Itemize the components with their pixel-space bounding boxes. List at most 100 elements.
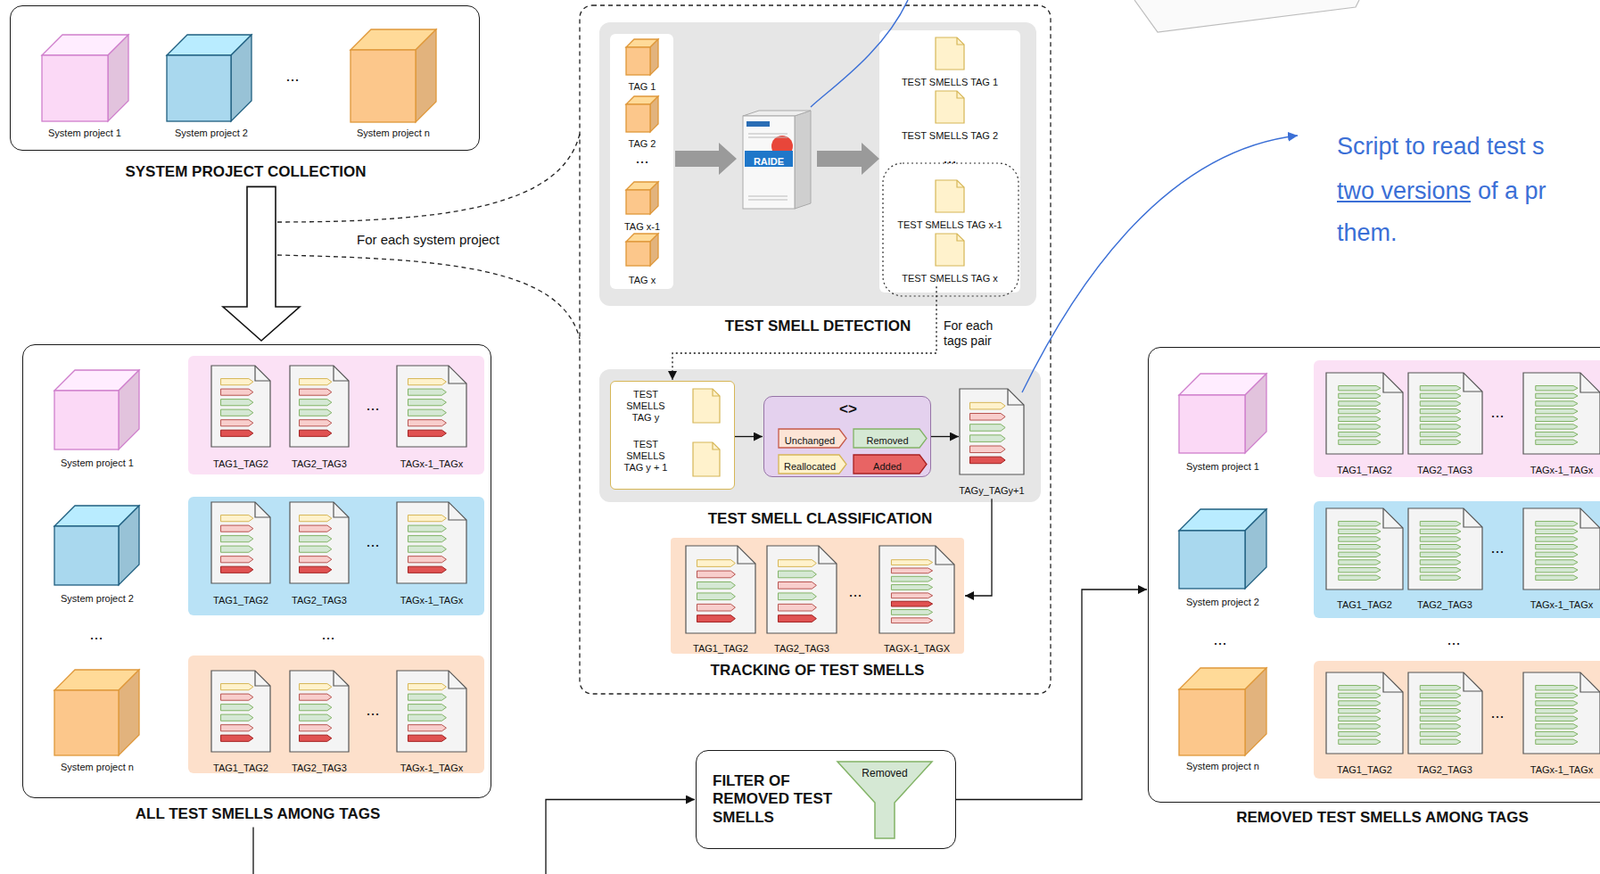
document-page (396, 502, 467, 584)
panel-heading: ALL TEST SMELLS AMONG TAGS (135, 805, 381, 824)
smell-stripe (1419, 716, 1461, 721)
smell-stripe (777, 615, 817, 623)
smell-stripe (407, 388, 446, 396)
text-slot: FILTER OF REMOVED TEST SMELLS (712, 772, 838, 827)
label-slot: ... (239, 395, 507, 416)
flow-connector (964, 498, 992, 596)
smell-stripe (1419, 536, 1461, 542)
smell-stripe (1338, 431, 1381, 437)
smell-stripe (299, 515, 332, 522)
document-fold (1580, 372, 1600, 393)
text-slot: Added (853, 457, 922, 474)
smell-stripe (970, 456, 1007, 464)
document-fold (333, 365, 349, 381)
smell-stripe (1419, 544, 1461, 549)
document-fold (956, 90, 965, 99)
funnel-symbol (837, 761, 932, 839)
smell-stripe (1338, 692, 1381, 698)
ellipsis-mark: ... (1490, 538, 1504, 559)
smell-stripe (1338, 544, 1381, 549)
node-label: System project 1 (1186, 461, 1260, 473)
icon-node: Added (853, 454, 927, 474)
smell-stripe (299, 566, 332, 573)
tag-pair-label: TAG2_TAG3 (774, 643, 830, 655)
node-label: System project 2 (174, 127, 248, 140)
text-slot: <> (764, 400, 932, 419)
node-label: TEST SMELLS TAG x (901, 272, 998, 285)
smell-stripe (890, 601, 932, 607)
box-front (742, 115, 795, 209)
smell-stripe (1535, 708, 1578, 713)
text-slot: TEST SMELLS TAG y + 1 (618, 438, 674, 475)
icon-node: TEST SMELLS TAG x-1 (887, 180, 1013, 231)
text-slot: Unchanged (778, 431, 842, 448)
icon-node: System project 2 (159, 32, 264, 142)
smell-stripe (1338, 560, 1381, 565)
cut-box-edge (1134, 0, 1360, 33)
smell-stripe (1419, 431, 1461, 437)
document-page (1408, 508, 1483, 590)
status-tag (778, 454, 847, 474)
status-tag (778, 428, 847, 448)
smell-stripe (407, 515, 446, 522)
smell-stripe (407, 566, 446, 573)
label-slot: Script to read test s (1336, 131, 1545, 161)
smell-stripe (407, 725, 446, 732)
document-page (211, 365, 271, 447)
panel-box: <>UnchangedRemovedReallocatedAdded (763, 395, 932, 478)
flow-connector (253, 800, 695, 874)
node-label: Removed (861, 767, 908, 780)
text-slot: System project n (36, 758, 158, 775)
label-slot: two versions (1336, 176, 1471, 206)
smell-stripe (1338, 724, 1381, 729)
text-slot: ALL TEST SMELLS AMONG TAGS (0, 805, 520, 824)
node-shape (343, 27, 444, 142)
dashed-frame (579, 5, 1051, 694)
smell-stripe (1535, 685, 1578, 691)
icon-node: System project 2 (1172, 507, 1273, 608)
smell-stripe (1338, 416, 1381, 421)
smell-stripe (1535, 716, 1578, 721)
label-slot: ... (816, 148, 1084, 169)
label-slot: ... (1363, 538, 1600, 559)
tag-pair-label: TAG1_TAG2 (213, 458, 269, 471)
document-page (289, 365, 349, 447)
tag-pair-label: TAG2_TAG3 (291, 594, 347, 607)
document-page (396, 365, 467, 447)
document-page (685, 545, 756, 634)
ellipsis-mark: ... (1490, 403, 1504, 423)
smell-stripe (1419, 521, 1461, 527)
panel-box: SYSTEM PROJECT COLLECTIONSystem project … (9, 5, 480, 151)
document-page (935, 233, 965, 266)
smell-stripe (696, 560, 735, 568)
smell-stripe (1535, 692, 1578, 698)
cube-side (1245, 668, 1267, 756)
label-slot: ... (1086, 630, 1354, 651)
smell-stripe (299, 525, 332, 532)
icon-node: TEST SMELLS TAG x (887, 233, 1013, 284)
tag-pair-label: TAG2_TAG3 (291, 762, 347, 775)
label-slot: ... (1319, 630, 1588, 651)
node-label: RAIDE (753, 156, 784, 168)
smell-stripe (1419, 708, 1461, 713)
smell-stripe (299, 399, 332, 406)
node-label: <> (839, 400, 858, 419)
smell-stripe (299, 734, 332, 742)
node-label: FILTER OF REMOVED TEST SMELLS (712, 772, 838, 827)
box-print (748, 199, 788, 201)
smell-stripe (1535, 393, 1578, 398)
node-label: System project 2 (60, 593, 134, 605)
cube-side (1245, 509, 1267, 589)
smell-stripe (1338, 716, 1381, 721)
tag-pair-label: TAG1_TAG2 (1336, 599, 1393, 611)
dotted-group (882, 163, 1019, 297)
label-slot: of a pr (1477, 176, 1547, 206)
document-fold (448, 502, 467, 520)
smell-stripe (1338, 708, 1381, 713)
text-slot: RAIDE (744, 152, 793, 169)
node-label: System project 1 (60, 457, 134, 470)
smell-stripe (1535, 536, 1578, 542)
document-fold (818, 545, 837, 564)
smell-stripe (407, 420, 446, 427)
